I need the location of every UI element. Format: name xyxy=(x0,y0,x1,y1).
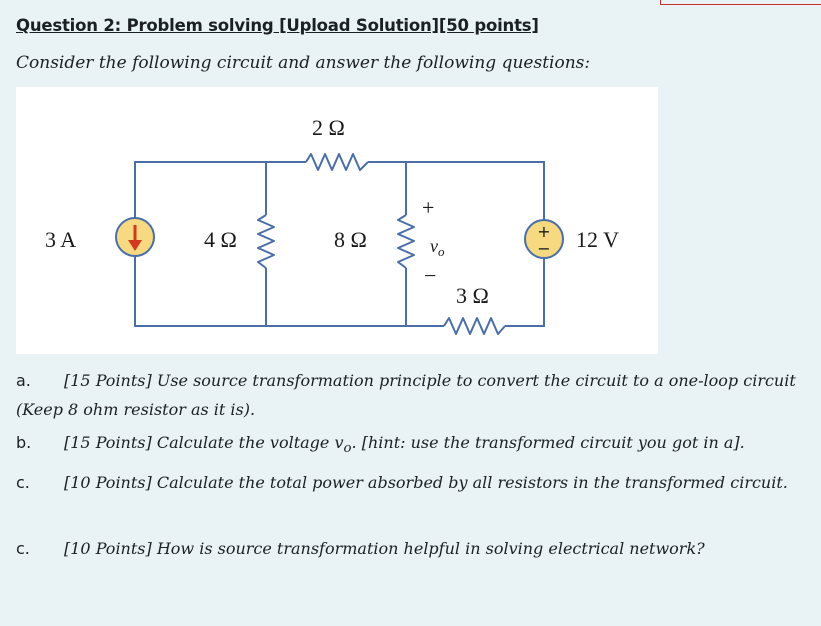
part-c: c. [10 Points] Calculate the total power … xyxy=(16,468,806,497)
part-text: [10 Points] Calculate the total power ab… xyxy=(64,473,788,492)
part-text: [15 Points] Use source transformation pr… xyxy=(16,371,796,419)
source-minus-sign: − xyxy=(537,239,550,258)
circuit-diagram: + − 3 A 4 Ω 2 Ω 8 Ω 3 Ω 12 V + − vo xyxy=(45,115,619,335)
vo-letter: v xyxy=(430,236,438,256)
current-source xyxy=(115,217,155,257)
part-text-post: . [hint: use the transformed circuit you… xyxy=(351,433,745,452)
resistor-8-ohm xyxy=(397,214,415,269)
label-resistor-4-ohm: 4 Ω xyxy=(204,227,237,252)
label-voltage-source: 12 V xyxy=(576,227,619,252)
resistor-3-ohm xyxy=(443,317,506,335)
part-letter: a. xyxy=(16,371,31,390)
resistor-4-ohm xyxy=(257,214,275,269)
corner-frame xyxy=(660,0,821,5)
part-letter: c. xyxy=(16,473,30,492)
part-text: [15 Points] Calculate the voltage vo. [h… xyxy=(64,433,745,456)
part-letter: b. xyxy=(16,433,32,452)
part-text-sub: o xyxy=(343,441,352,457)
part-b: b. [15 Points] Calculate the voltage vo. … xyxy=(16,428,806,463)
label-resistor-3-ohm: 3 Ω xyxy=(456,283,489,308)
label-resistor-2-ohm: 2 Ω xyxy=(312,115,345,140)
circuit-figure: + − 3 A 4 Ω 2 Ω 8 Ω 3 Ω 12 V + − vo xyxy=(16,87,658,354)
circuit-wires xyxy=(134,161,545,327)
source-plus-sign: + xyxy=(537,222,550,241)
part-letter: c. xyxy=(16,539,30,558)
label-current-source: 3 A xyxy=(45,227,76,252)
vo-label: vo xyxy=(430,236,445,259)
part-d: c. [10 Points] How is source transformati… xyxy=(16,534,806,563)
part-text-pre: [15 Points] Calculate the voltage v xyxy=(64,433,344,452)
vo-subscript: o xyxy=(438,244,445,259)
resistor-2-ohm xyxy=(305,153,369,171)
part-a: a.[15 Points] Use source transformation … xyxy=(16,366,806,424)
voltage-source: + − xyxy=(524,219,564,259)
part-text: [10 Points] How is source transformation… xyxy=(64,539,705,558)
label-resistor-8-ohm: 8 Ω xyxy=(334,227,367,252)
vo-plus-sign: + xyxy=(422,195,434,220)
question-title: Question 2: Problem solving [Upload Solu… xyxy=(16,16,539,35)
question-intro: Consider the following circuit and answe… xyxy=(16,53,591,73)
vo-minus-sign: − xyxy=(424,263,436,288)
